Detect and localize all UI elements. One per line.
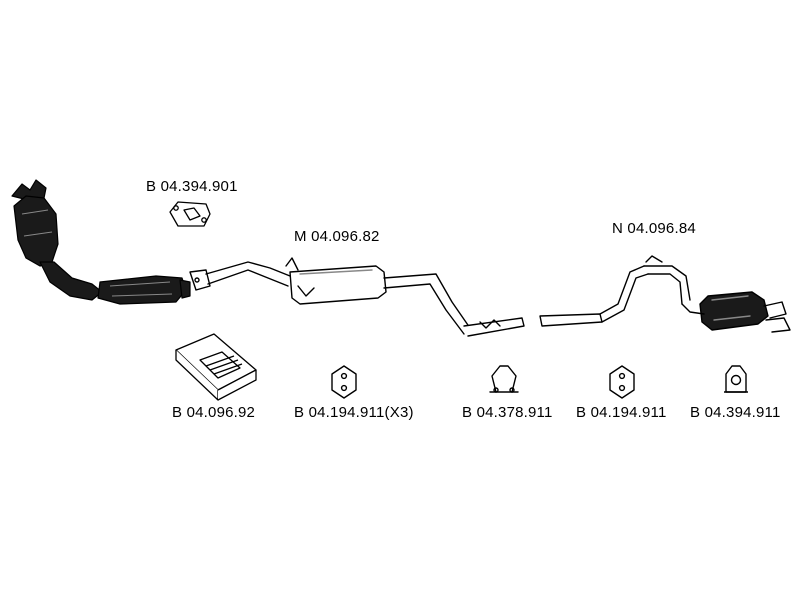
label-m-04-096-82: M 04.096.82 [294,228,380,245]
label-b-04-394-911: B 04.394.911 [690,404,781,421]
label-b-04-394-901: B 04.394.901 [146,178,238,195]
mounting-kit-box-icon [175,333,257,401]
label-b-04-378-911: B 04.378.911 [462,404,553,421]
pipe-clamp-icon [489,365,519,393]
label-b-04-194-911-x3-part: B 04.194.911 [294,404,385,421]
label-b-04-194-911: B 04.194.911 [576,404,667,421]
rubber-hanger-round-icon [724,365,748,393]
rubber-hanger-icon-2 [609,365,635,399]
rear-silencer-icon [539,255,791,333]
catalytic-converter-highlights [21,209,173,297]
rubber-hanger-icon [331,365,357,399]
label-n-04-096-84: N 04.096.84 [612,220,696,237]
label-quantity-x3: (X3) [384,404,414,421]
middle-silencer-icon [189,257,525,337]
catalytic-converter-icon [11,179,191,305]
label-b-04-096-92: B 04.096.92 [172,404,256,421]
flange-gasket-icon [169,201,211,227]
label-b-04-194-911-x3: B 04.194.911(X3) [294,404,414,422]
